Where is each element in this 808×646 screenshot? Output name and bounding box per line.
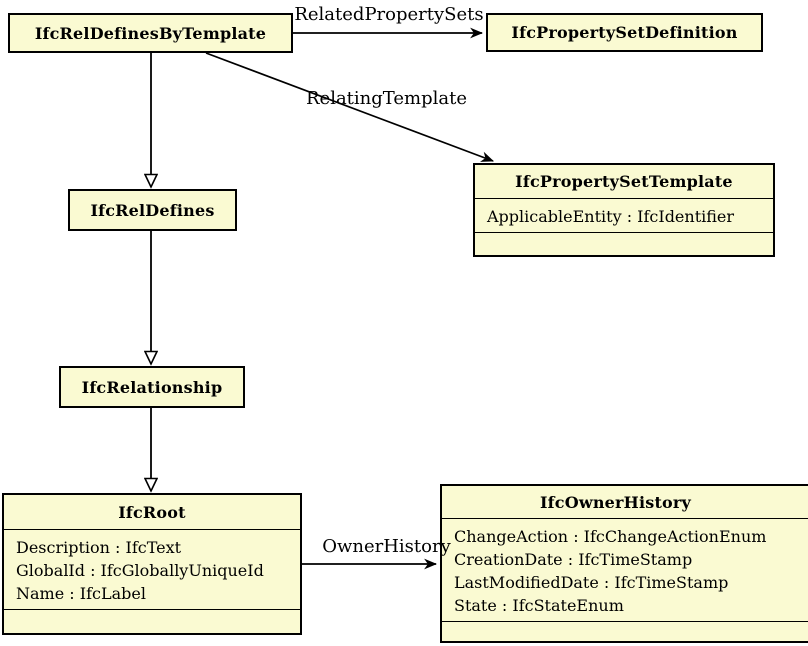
class-attributes: Description : IfcText GlobalId : IfcGlob… [4,529,300,609]
class-title: IfcPropertySetTemplate [515,172,733,191]
class-title: IfcRelDefinesByTemplate [34,23,267,43]
class-title: IfcPropertySetDefinition [511,23,738,42]
class-title: IfcRoot [118,502,186,522]
class-title: IfcRelDefines [90,200,215,220]
attribute-line: CreationDate : IfcTimeStamp [454,550,693,569]
attribute-line: LastModifiedDate : IfcTimeStamp [454,573,729,592]
attribute-line: ChangeAction : IfcChangeActionEnum [454,527,767,546]
class-box-ifcreldefinesbytemplate[interactable]: IfcRelDefinesByTemplate [8,13,293,53]
class-title: IfcRelationship [81,377,223,397]
attribute-line: ApplicableEntity : IfcIdentifier [487,207,735,226]
class-attributes: ApplicableEntity : IfcIdentifier [475,198,773,232]
class-title: IfcOwnerHistory [540,492,692,512]
class-box-ifcroot[interactable]: IfcRoot Description : IfcText GlobalId :… [2,493,302,635]
empty-compartment [4,609,300,633]
attribute-line: Name : IfcLabel [16,584,146,603]
edge-label-relatedpropertysets: RelatedPropertySets [294,4,484,25]
class-box-ifcpropertysettemplate[interactable]: IfcPropertySetTemplate ApplicableEntity … [473,163,775,257]
class-box-ifcownerhistory[interactable]: IfcOwnerHistory ChangeAction : IfcChange… [440,484,808,643]
class-box-ifcrelationship[interactable]: IfcRelationship [59,366,245,408]
empty-compartment [475,232,773,255]
attribute-line: State : IfcStateEnum [454,596,624,615]
edge-label-ownerhistory: OwnerHistory [322,536,451,557]
edge-label-relatingtemplate: RelatingTemplate [305,88,468,109]
class-box-ifcpropertysetdefinition[interactable]: IfcPropertySetDefinition [486,13,763,52]
empty-compartment [442,621,808,641]
class-attributes: ChangeAction : IfcChangeActionEnum Creat… [442,518,808,621]
attribute-line: Description : IfcText [16,538,182,557]
class-box-ifcreldefines[interactable]: IfcRelDefines [68,189,237,231]
attribute-line: GlobalId : IfcGloballyUniqueId [16,561,264,580]
edge-relatingtemplate [205,52,495,162]
